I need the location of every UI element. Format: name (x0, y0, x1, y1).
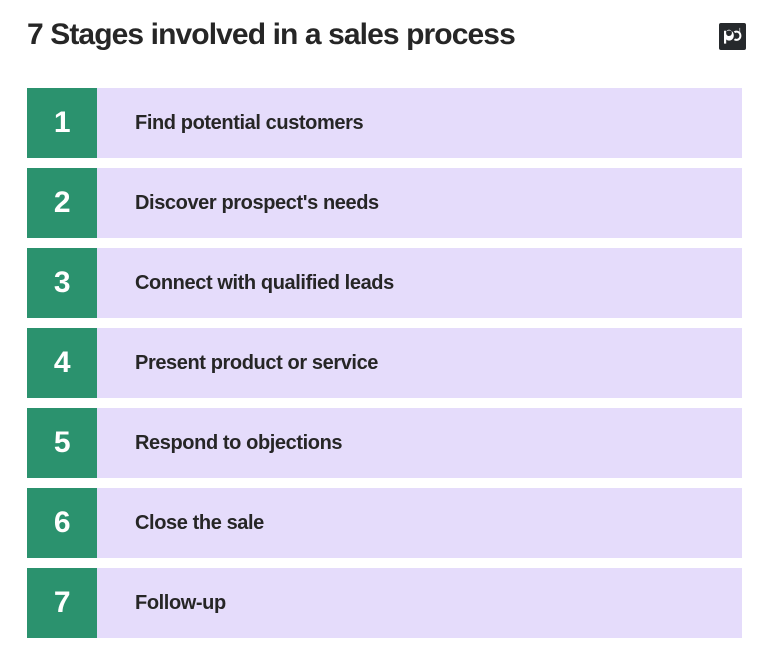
stage-label-container: Close the sale (97, 488, 742, 558)
stage-row: 1 Find potential customers (27, 88, 742, 158)
stage-label: Discover prospect's needs (135, 192, 379, 214)
stage-label: Respond to objections (135, 432, 343, 454)
stage-row: 4 Present product or service (27, 328, 742, 398)
stage-label: Follow-up (135, 592, 226, 614)
stage-number-badge: 4 (27, 328, 97, 398)
pipedrive-pd-logo-icon (719, 23, 746, 50)
stage-row: 2 Discover prospect's needs (27, 168, 742, 238)
stage-list: 1 Find potential customers 2 Discover pr… (27, 88, 742, 638)
stage-number-badge: 6 (27, 488, 97, 558)
stage-label-container: Discover prospect's needs (97, 168, 742, 238)
stage-row: 3 Connect with qualified leads (27, 248, 742, 318)
stage-label: Present product or service (135, 352, 379, 374)
stage-label: Close the sale (135, 512, 264, 534)
stage-number-badge: 7 (27, 568, 97, 638)
stage-label-container: Respond to objections (97, 408, 742, 478)
stage-label-container: Present product or service (97, 328, 742, 398)
stage-row: 5 Respond to objections (27, 408, 742, 478)
stage-label: Find potential customers (135, 112, 364, 134)
stage-number-badge: 1 (27, 88, 97, 158)
stage-label-container: Find potential customers (97, 88, 742, 158)
stage-number-badge: 5 (27, 408, 97, 478)
stage-label-container: Follow-up (97, 568, 742, 638)
stage-row: 6 Close the sale (27, 488, 742, 558)
stage-label: Connect with qualified leads (135, 272, 394, 294)
header: 7 Stages involved in a sales process (0, 0, 768, 80)
stage-number-badge: 2 (27, 168, 97, 238)
stage-label-container: Connect with qualified leads (97, 248, 742, 318)
stage-row: 7 Follow-up (27, 568, 742, 638)
stage-number-badge: 3 (27, 248, 97, 318)
page-title: 7 Stages involved in a sales process (27, 18, 516, 51)
